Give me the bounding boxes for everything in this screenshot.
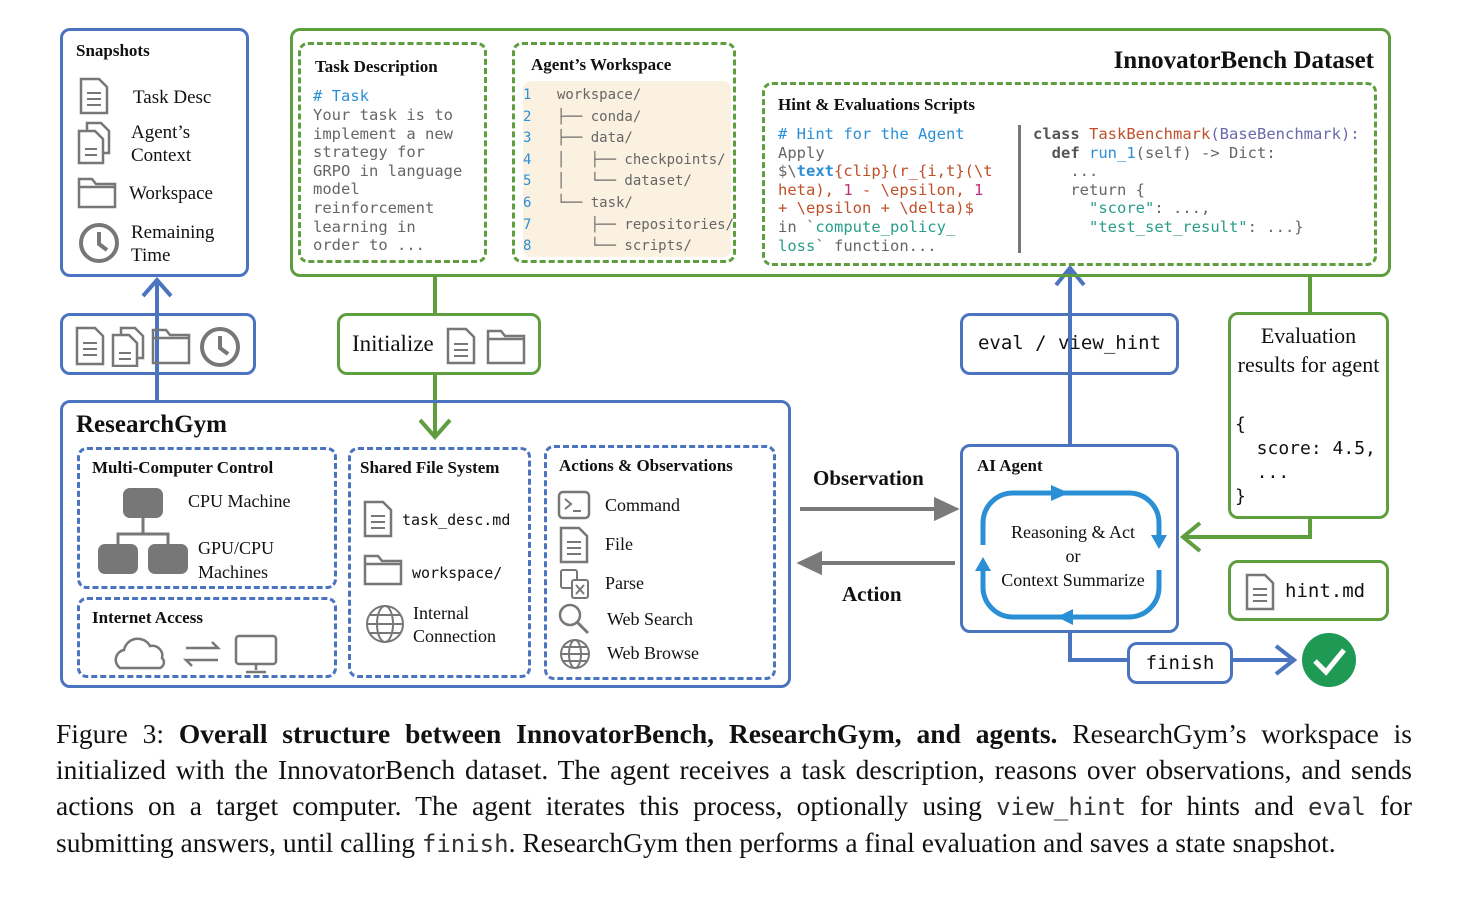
globe-icon [560,639,590,669]
fs-workspace: workspace/ [412,564,503,582]
clock-icon [79,223,119,263]
eval-view-hint-button[interactable]: eval / view_hint [960,313,1179,375]
action-file: File [605,534,634,554]
action-command: Command [605,495,680,515]
hint-eval-title: Hint & Evaluations Scripts [778,95,975,114]
eval-view-hint-label: eval / view_hint [977,332,1162,354]
eval-code: class TaskBenchmark(BaseBenchmark): def … [1033,125,1360,236]
actions-title: Actions & Observations [559,456,733,475]
multi-computer-panel: Multi-Computer Control CPU Machine GPU/C… [77,447,337,589]
action-arrow [796,550,955,576]
task-body: Your task is to implement a new strategy… [313,106,463,255]
eval-arrow [1054,264,1086,444]
snapshot-task-desc: Task Desc [133,87,212,108]
internet-icons [114,634,278,674]
task-heading: # Task [313,87,369,105]
cycle-arrows-icon [975,485,1167,625]
documents-icon [77,121,111,165]
clock-icon [200,327,240,367]
evaluation-results-label: Evaluation results for agent [1237,323,1380,377]
initialize-icons [446,327,526,365]
documents-icon [111,326,145,367]
gpu-machines-label: GPU/CPU Machines [198,538,275,582]
document-icon [363,500,393,538]
initialize-box: Initialize [337,313,541,375]
snapshot-icons-box [60,313,256,375]
internet-panel: Internet Access [77,597,337,678]
action-web-browse: Web Browse [607,643,700,663]
hint-code: # Hint for the Agent Apply $\text{clip}(… [778,125,993,255]
terminal-icon [557,490,591,520]
parse-icon [560,569,589,599]
hint-md-box: hint.md [1228,560,1389,621]
internal-connection-label: Internal Connection [413,603,496,646]
researchgym-title: ResearchGym [76,411,227,438]
document-icon [79,77,109,115]
initialize-label: Initialize [352,331,434,356]
document-icon [446,327,476,365]
finish-label: finish [1145,652,1215,674]
globe-icon [366,605,404,643]
task-description-panel: Task Description # Task Your task is to … [298,42,487,263]
folder-icon [363,554,403,586]
cpu-machine-label: CPU Machine [188,491,291,511]
action-parse: Parse [605,573,644,593]
folder-icon [151,328,191,365]
search-icon [558,603,590,635]
folder-icon [77,177,117,209]
fs-task-desc: task_desc.md [402,511,511,529]
evaluation-results-code: { score: 4.5, ... } [1235,414,1376,507]
innovatorbench-panel: InnovatorBench Dataset [290,28,1391,277]
code-divider [1018,125,1021,253]
tree-lines: workspace/ ├── conda/ ├── data/ │ ├── ch… [557,87,735,255]
snapshot-icons [75,326,240,367]
observation-arrow [800,496,960,522]
workspace-title: Agent’s Workspace [531,55,672,74]
action-web-search: Web Search [607,609,694,629]
snapshots-title: Snapshots [76,41,150,60]
monitor-icon [234,634,278,674]
multi-computer-title: Multi-Computer Control [92,458,274,477]
shared-fs-title: Shared File System [360,458,500,477]
snapshot-agent-context: Agent’s Context [131,122,192,166]
finish-button[interactable]: finish [1127,642,1233,684]
innovatorbench-title: InnovatorBench Dataset [1113,47,1374,74]
snapshot-workspace: Workspace [129,183,213,204]
shared-fs-panel: Shared File System task_desc.md workspac… [348,447,531,678]
workspace-tree: 1 2 3 4 5 6 7 8 workspace/ ├── conda/ ├─… [523,81,735,257]
actions-panel: Actions & Observations Command File Pars… [544,445,776,680]
exchange-icon [182,641,222,667]
observation-label: Observation [813,466,924,490]
machines-icon [98,488,188,574]
action-label: Action [842,582,902,606]
snapshots-panel: Snapshots Task Desc Agent’s Context Work… [60,28,249,277]
check-icon [1302,633,1356,687]
hint-eval-panel: Hint & Evaluations Scripts # Hint for th… [762,82,1377,266]
task-description-title: Task Description [315,57,438,76]
snapshot-remaining-time: Remaining Time [131,222,215,266]
evaluation-results-box: Evaluation results for agent { score: 4.… [1228,312,1389,519]
snapshot-arrow [141,276,173,400]
document-icon [75,326,105,366]
cloud-icon [114,637,166,670]
file-icon [559,526,589,564]
folder-icon [486,329,526,365]
workspace-panel: Agent’s Workspace 1 2 3 4 5 6 7 8 worksp… [512,42,736,263]
ai-agent-title: AI Agent [977,456,1043,475]
researchgym-panel: ResearchGym [60,400,791,688]
figure-caption: Figure 3: Overall structure between Inno… [56,718,1412,858]
internet-title: Internet Access [92,608,203,627]
document-icon [1245,573,1275,611]
line-numbers: 1 2 3 4 5 6 7 8 [523,87,532,255]
hint-md-label: hint.md [1285,580,1366,602]
initialize-arrow [418,276,452,441]
eval-results-arrow [1179,276,1312,553]
